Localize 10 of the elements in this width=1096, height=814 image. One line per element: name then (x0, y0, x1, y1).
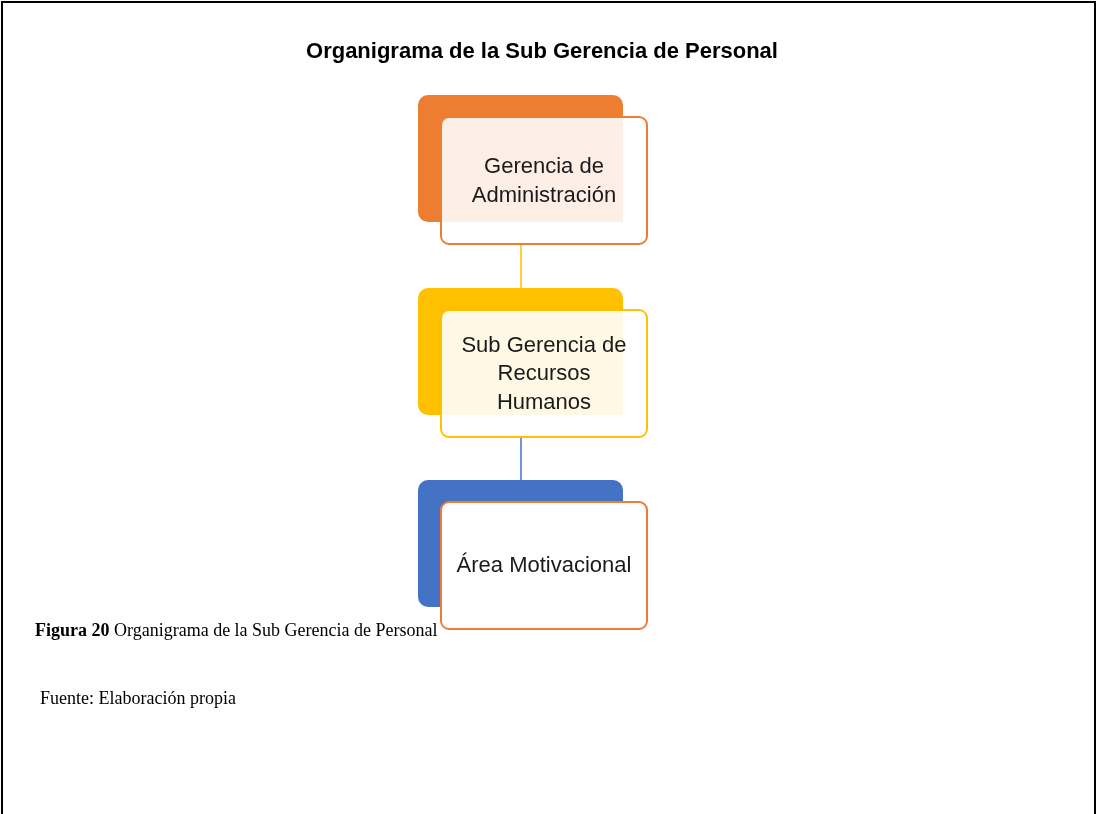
source-note: Fuente: Elaboración propia (40, 688, 236, 709)
org-chart-box (418, 288, 648, 438)
connector-line (520, 244, 522, 289)
figure-caption: Figura 20 Organigrama de la Sub Gerencia de Personal (35, 620, 438, 641)
box-label: Gerencia de Administración (470, 151, 618, 209)
diagram-title: Organigrama de la Sub Gerencia de Personal (305, 38, 779, 64)
box-label: Área Motivacional (456, 551, 632, 580)
org-chart-box (418, 95, 648, 245)
box-label: Sub Gerencia de Recursos Humanos (460, 330, 628, 416)
connector-line (520, 437, 522, 481)
